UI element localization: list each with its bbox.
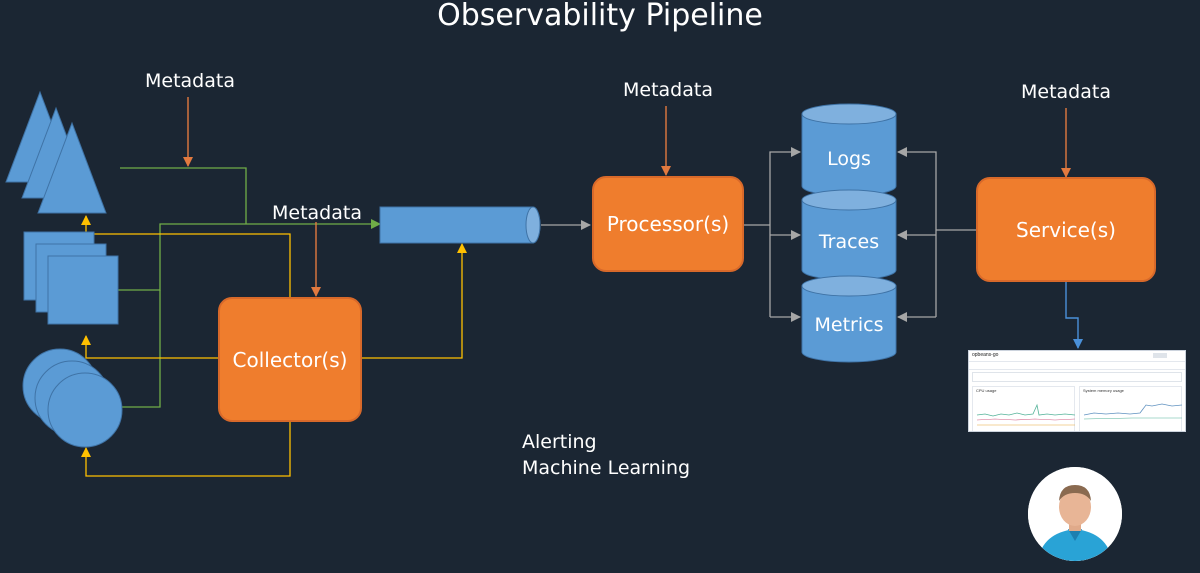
dashboard-app-name: opbeans-go [972,352,999,358]
metadata-label-collector: Metadata [272,202,362,224]
alerting-text: Alerting [522,431,597,453]
metrics-store-cylinder [801,275,897,363]
logs-label: Logs [827,148,871,170]
dashboard-search [972,372,1182,382]
collector-box: Collector(s) [218,297,362,422]
presenter-avatar [1028,467,1122,561]
cpu-sparkline [976,403,1076,426]
dashboard-cpu-title: CPU usage [976,388,997,393]
service-box: Service(s) [976,177,1156,282]
dashboard-env-select [1153,353,1167,358]
source-to-queue-lines [118,167,381,408]
logs-store-cylinder [801,103,897,197]
machine-learning-text: Machine Learning [522,457,691,479]
service-to-dashboard-arrow [1065,282,1083,349]
source-squares-icon [23,231,119,325]
page-title: Observability Pipeline [437,0,763,33]
service-to-stores-arrows [897,147,976,322]
source-circles-icon [22,348,123,448]
memory-sparkline [1083,403,1183,420]
dashboard-memory-panel: System memory usage [1079,386,1183,431]
queue-pipe-icon [379,206,541,244]
collector-feedback-lines [81,215,467,477]
metadata-label-sources: Metadata [145,70,235,92]
dashboard-cpu-panel: CPU usage [972,386,1076,431]
dashboard-memory-title: System memory usage [1083,388,1124,393]
metrics-label: Metrics [814,314,884,336]
person-icon [1028,467,1122,561]
metadata-arrows [183,97,1071,297]
traces-store-cylinder [801,189,897,281]
processor-box: Processor(s) [592,176,744,272]
traces-label: Traces [818,231,880,253]
metadata-label-service: Metadata [1021,81,1111,103]
dashboard-screenshot: opbeans-go CPU usage System memory usage [968,350,1186,432]
dashboard-tabs [969,362,1185,370]
metadata-label-processor: Metadata [623,79,713,101]
dashboard-header: opbeans-go [969,351,1185,362]
source-triangles-icon [5,90,107,214]
processor-to-stores-arrows [744,147,801,322]
